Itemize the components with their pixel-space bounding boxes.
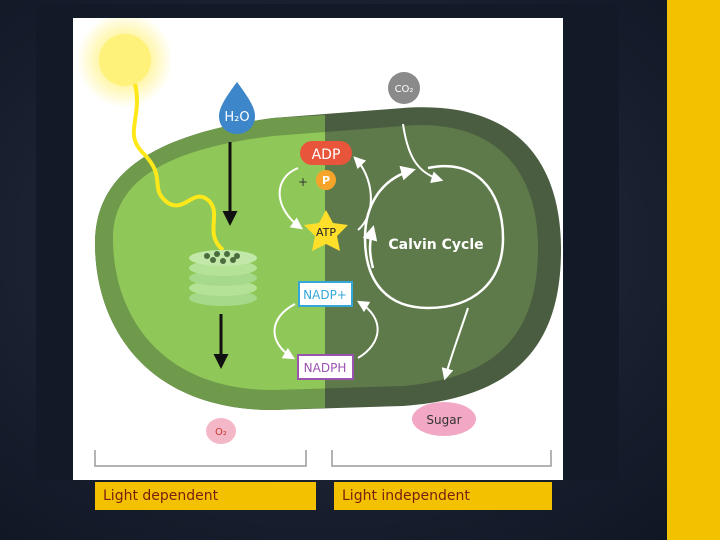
co2-arrow <box>402 123 444 183</box>
water-drop-icon <box>219 82 255 134</box>
light-dependent-caption: Light dependent <box>95 482 316 510</box>
accent-sidebar <box>667 0 720 540</box>
light-dependent-bracket <box>94 450 307 467</box>
nadph-box <box>297 354 354 380</box>
oxygen-bubble <box>206 418 236 444</box>
nadp-plus-box <box>298 281 353 307</box>
nadph-formation-arrow <box>273 303 296 360</box>
nadph-label: NADPH <box>304 361 347 375</box>
co2-label: CO₂ <box>395 84 414 95</box>
light-ray <box>131 83 225 252</box>
nadph-return-arrow <box>356 300 379 359</box>
adp-label: ADP <box>312 147 341 163</box>
calvin-cycle-loop <box>363 164 505 310</box>
phosphate-icon <box>316 170 336 190</box>
sugar-bubble <box>412 402 476 436</box>
stroma-dark-region <box>325 125 538 390</box>
water-label: H₂O <box>224 110 249 125</box>
nadp-plus-label: NADP+ <box>303 288 347 302</box>
light-independent-bracket <box>331 450 552 467</box>
light-dependent-caption-text: Light dependent <box>103 488 219 504</box>
light-independent-caption: Light independent <box>334 482 552 510</box>
oxygen-label: O₂ <box>215 427 227 438</box>
sun-icon <box>99 34 151 86</box>
calvin-cycle-arrow-left <box>362 225 378 269</box>
atp-label: ATP <box>316 226 336 239</box>
atp-star <box>304 210 348 251</box>
granum-icon <box>189 250 257 306</box>
calvin-cycle-label: Calvin Cycle <box>388 237 483 253</box>
adp-pill <box>300 141 352 165</box>
light-independent-caption-text: Light independent <box>342 488 470 504</box>
phosphate-label: P <box>322 174 330 187</box>
co2-bubble <box>388 72 420 104</box>
atp-return-arrow <box>353 156 372 231</box>
sugar-label: Sugar <box>426 413 461 427</box>
sugar-arrow <box>441 307 469 381</box>
photosynthesis-diagram: H₂O CO₂ ADP + P ATP <box>73 18 563 480</box>
atp-formation-arrow <box>278 167 303 230</box>
plus-label: + <box>298 175 308 189</box>
